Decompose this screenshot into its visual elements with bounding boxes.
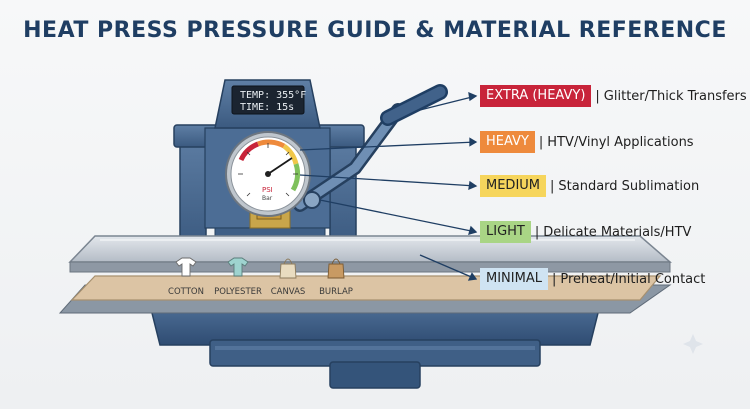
pressure-gauge: PSI Bar: [225, 131, 311, 220]
level-badge: MINIMAL: [480, 268, 548, 290]
display-time: TIME: 15s: [240, 102, 294, 113]
fabric-burlap: BURLAP: [319, 258, 353, 297]
level-description: Preheat/Initial Contact: [560, 271, 706, 287]
separator: |: [550, 178, 555, 194]
level-connectors: [299, 91, 478, 281]
tshirt-icon: [175, 257, 197, 277]
fabric-label: COTTON: [168, 287, 204, 297]
press-base: [149, 304, 601, 389]
level-row-medium: MEDIUM | Standard Sublimation: [480, 175, 699, 197]
level-description: Standard Sublimation: [558, 178, 700, 194]
level-description: Delicate Materials/HTV: [543, 224, 692, 240]
level-row-minimal: MINIMAL | Preheat/Initial Contact: [480, 268, 705, 290]
press-handle[interactable]: [293, 84, 448, 212]
gauge-unit-bar: Bar: [262, 195, 273, 202]
tote-bag-icon: [279, 263, 297, 279]
level-badge: HEAVY: [480, 131, 535, 153]
level-badge: EXTRA (HEAVY): [480, 85, 592, 107]
separator: |: [534, 224, 540, 240]
display-temp: TEMP: 355°F: [240, 90, 306, 101]
fabric-label: BURLAP: [319, 287, 353, 297]
level-description: Glitter/Thick Transfers: [603, 88, 747, 104]
level-row-heavy: HEAVY | HTV/Vinyl Applications: [480, 131, 694, 153]
separator: |: [551, 271, 557, 287]
level-description: HTV/Vinyl Applications: [547, 134, 694, 150]
level-row-light: LIGHT | Delicate Materials/HTV: [480, 221, 691, 243]
fabric-polyester: POLYESTER: [214, 257, 262, 297]
fabric-label: CANVAS: [271, 287, 306, 297]
fabric-canvas: CANVAS: [271, 258, 306, 297]
level-row-extra-heavy: EXTRA (HEAVY) | Glitter/Thick Transfers: [480, 85, 747, 107]
level-badge: LIGHT: [480, 221, 531, 243]
gauge-needle: [267, 157, 293, 175]
sparkle-icon: [683, 334, 703, 354]
sack-icon: [327, 263, 345, 279]
fabric-label: POLYESTER: [214, 287, 262, 297]
tshirt-icon: [227, 257, 249, 277]
temp-time-display: TEMP: 355°F TIME: 15s: [240, 90, 306, 113]
gauge-unit-psi: PSI: [262, 186, 273, 194]
fabric-cotton: COTTON: [168, 257, 204, 297]
separator: |: [595, 88, 600, 104]
separator: |: [538, 134, 544, 150]
level-badge: MEDIUM: [480, 175, 547, 197]
page-title: HEAT PRESS PRESSURE GUIDE & MATERIAL REF…: [23, 18, 727, 43]
